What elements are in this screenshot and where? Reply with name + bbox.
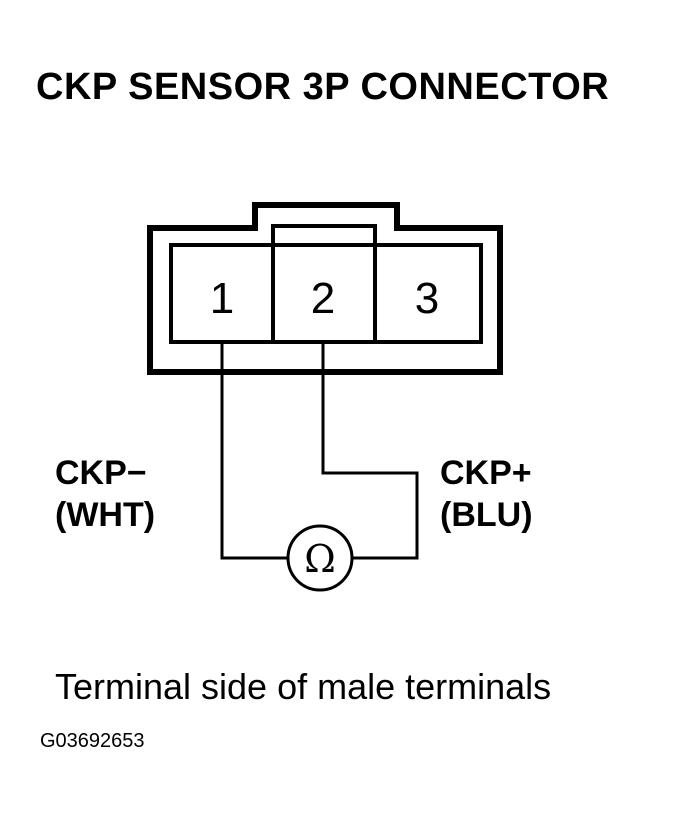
ohmmeter-icon [286,524,354,592]
wire-name-ckp-negative: CKP− [55,454,147,492]
pin-1-label: 1 [210,274,234,323]
wire-color-ckp-negative: (WHT) [55,496,156,534]
wire-label-ckp-positive: CKP+ (BLU) [440,452,533,536]
diagram-caption: Terminal side of male terminals [55,666,552,707]
figure-id: G03692653 [40,730,145,752]
ohm-symbol: Ω [304,537,336,581]
diagram-title: CKP SENSOR 3P CONNECTOR [36,66,610,108]
wire-color-ckp-positive: (BLU) [440,496,533,534]
pin-3-label: 3 [415,274,439,323]
connector-housing [147,202,503,375]
wire-ckp-positive [321,342,419,560]
pin-2-label: 2 [311,274,335,323]
wire-label-ckp-negative: CKP− (WHT) [55,452,155,536]
wire-name-ckp-positive: CKP+ [440,454,532,492]
wire-ckp-negative [220,342,288,560]
